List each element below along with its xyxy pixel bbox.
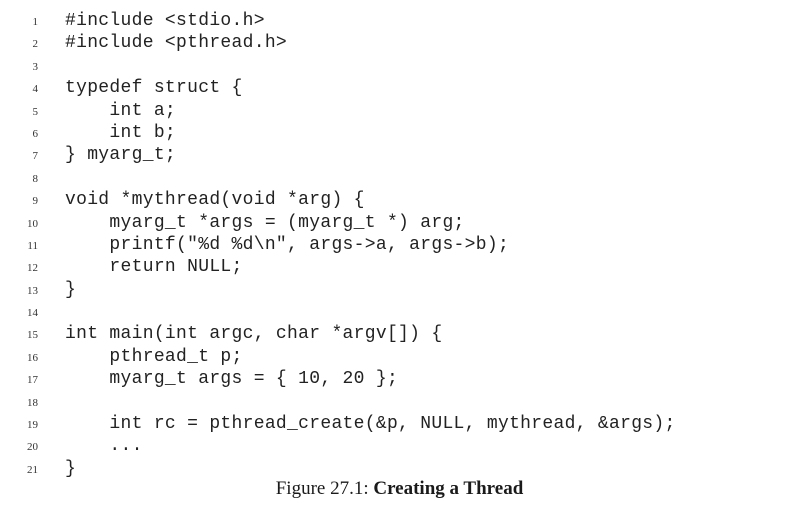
code-line: 12 return NULL; bbox=[0, 256, 799, 278]
code-text: typedef struct { bbox=[65, 78, 243, 99]
line-number: 18 bbox=[27, 396, 38, 409]
code-line: 15 int main(int argc, char *argv[]) { bbox=[0, 323, 799, 345]
line-number: 10 bbox=[27, 217, 38, 230]
code-text: int main(int argc, char *argv[]) { bbox=[65, 324, 443, 345]
code-text: #include <stdio.h> bbox=[65, 11, 265, 31]
code-line: 2 #include <pthread.h> bbox=[0, 32, 799, 54]
code-text: int a; bbox=[65, 100, 177, 121]
code-text: printf("%d %d\n", args->a, args->b); bbox=[65, 234, 510, 255]
code-text: void *mythread(void *arg) { bbox=[65, 190, 365, 211]
code-text: int rc = pthread_create(&p, NULL, mythre… bbox=[65, 414, 676, 435]
line-number: 16 bbox=[27, 351, 38, 364]
line-number: 4 bbox=[32, 83, 39, 96]
code-line: 4 typedef struct { bbox=[0, 77, 799, 99]
code-line: 19 int rc = pthread_create(&p, NULL, myt… bbox=[0, 413, 799, 435]
line-number: 8 bbox=[32, 172, 39, 185]
line-number: 2 bbox=[32, 38, 39, 51]
code-line: 6 int b; bbox=[0, 122, 799, 144]
code-text: } bbox=[65, 279, 77, 300]
code-line: 17 myarg_t args = { 10, 20 }; bbox=[0, 368, 799, 390]
code-text: pthread_t p; bbox=[65, 346, 243, 367]
caption-title: Creating a Thread bbox=[373, 478, 524, 499]
code-line: 11 printf("%d %d\n", args->a, args->b); bbox=[0, 234, 799, 256]
line-number: 21 bbox=[27, 463, 38, 476]
code-line: 3 bbox=[0, 55, 799, 77]
line-number: 7 bbox=[32, 150, 39, 163]
code-line: 5 int a; bbox=[0, 100, 799, 122]
code-text: myarg_t args = { 10, 20 }; bbox=[65, 369, 399, 390]
code-line: 7 } myarg_t; bbox=[0, 144, 799, 166]
line-number: 17 bbox=[27, 374, 38, 387]
line-number: 19 bbox=[27, 419, 38, 432]
code-line: 20 ... bbox=[0, 435, 799, 457]
line-number: 12 bbox=[27, 262, 38, 275]
line-number: 1 bbox=[32, 16, 39, 28]
code-line: 14 bbox=[0, 301, 799, 323]
code-line: 8 bbox=[0, 167, 799, 189]
code-line: 16 pthread_t p; bbox=[0, 346, 799, 368]
line-number: 11 bbox=[27, 239, 38, 252]
code-line: 21} bbox=[0, 458, 799, 480]
line-number: 3 bbox=[32, 60, 39, 73]
code-text: } myarg_t; bbox=[65, 145, 177, 166]
line-number: 14 bbox=[27, 307, 38, 320]
code-text: return NULL; bbox=[65, 257, 243, 278]
line-number: 6 bbox=[32, 127, 39, 140]
code-line: 10 myarg_t *args = (myarg_t *) arg; bbox=[0, 212, 799, 234]
line-number: 13 bbox=[27, 284, 38, 297]
code-line: 9 void *mythread(void *arg) { bbox=[0, 189, 799, 211]
figure-caption: Figure 27.1: Creating a Thread bbox=[0, 478, 799, 500]
code-text: int b; bbox=[65, 122, 177, 143]
code-text: ... bbox=[65, 436, 143, 457]
line-number: 5 bbox=[32, 105, 39, 118]
code-text: #include <pthread.h> bbox=[65, 33, 288, 54]
line-number: 15 bbox=[27, 329, 38, 342]
code-text: } bbox=[65, 458, 77, 479]
code-line: 18 bbox=[0, 391, 799, 413]
caption-label: Figure 27.1: bbox=[275, 478, 369, 499]
line-number: 20 bbox=[27, 441, 38, 454]
code-listing: 1 #include <stdio.h> 2 #include <pthread.h>… bbox=[0, 10, 799, 480]
line-number: 9 bbox=[32, 195, 39, 208]
code-line: 13} bbox=[0, 279, 799, 301]
code-text: myarg_t *args = (myarg_t *) arg; bbox=[65, 212, 465, 233]
code-line: 1 #include <stdio.h> bbox=[0, 10, 799, 32]
